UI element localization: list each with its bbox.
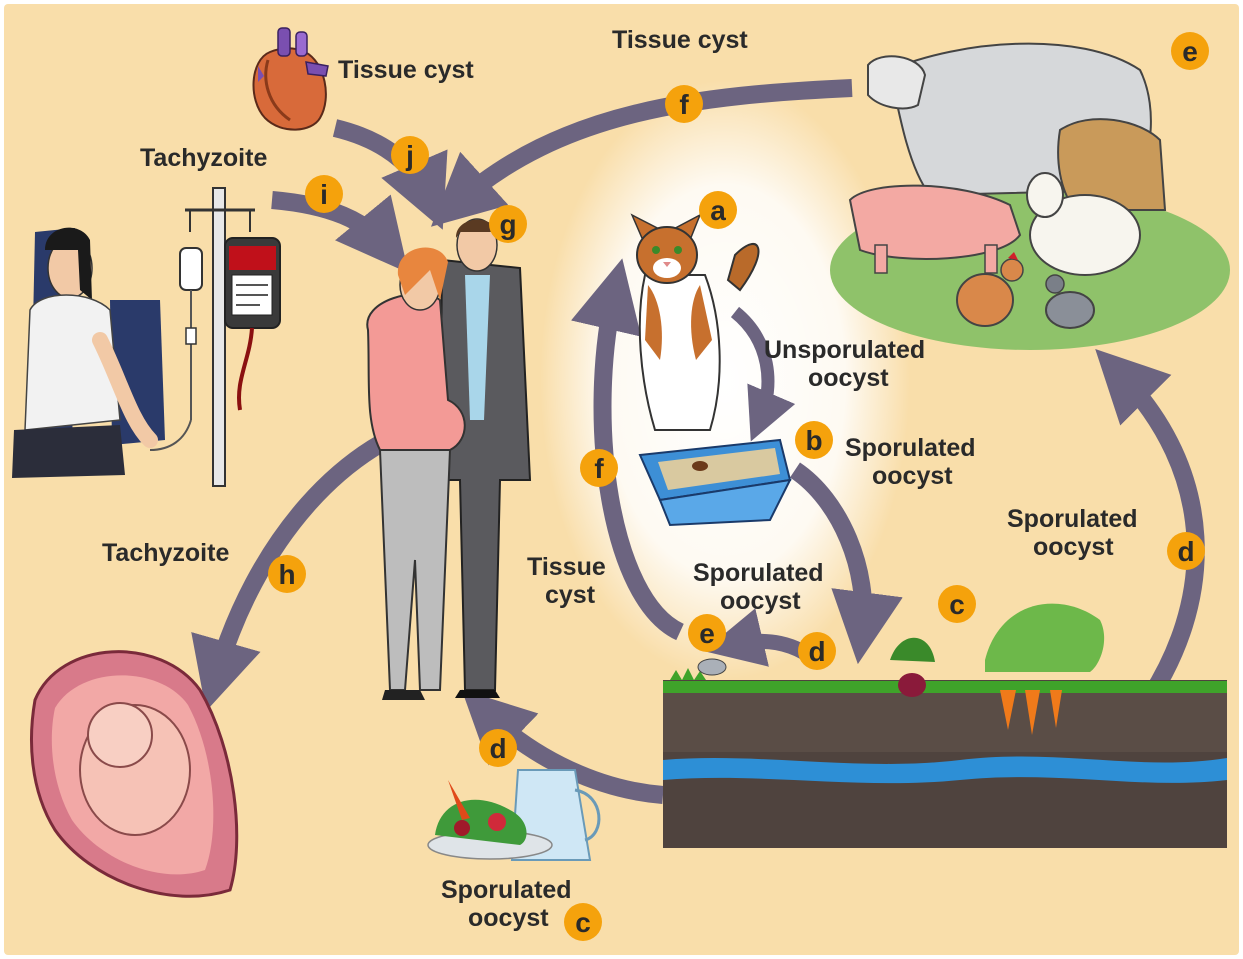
label-sporulated-b-line2: oocyst [872, 462, 953, 490]
svg-text:a: a [710, 195, 726, 226]
label-sporulated-bottom-line2: oocyst [468, 904, 549, 932]
badge-c-food: c [564, 903, 602, 941]
svg-text:g: g [499, 209, 516, 240]
label-sporulated-mid-line1: Sporulated [693, 559, 824, 587]
badge-e-rodent: e [688, 614, 726, 652]
badge-f-left: f [580, 449, 618, 487]
badge-g: g [489, 205, 527, 243]
label-sporulated-mid-line2: oocyst [720, 587, 801, 615]
badge-a: a [699, 191, 737, 229]
badge-d-small: d [798, 632, 836, 670]
label-unsporulated-line1: Unsporulated [764, 336, 925, 364]
svg-text:f: f [594, 453, 604, 484]
svg-text:j: j [405, 140, 414, 171]
label-tissue-cyst-heart: Tissue cyst [338, 56, 474, 84]
badge-d-right: d [1167, 532, 1205, 570]
label-tachyzoite-transfusion: Tachyzoite [140, 144, 267, 172]
label-tissue-cyst-left-line1: Tissue [527, 553, 606, 581]
badge-d-food: d [479, 729, 517, 767]
label-tissue-cyst-top: Tissue cyst [612, 26, 748, 54]
badge-f-top: f [665, 85, 703, 123]
svg-text:d: d [1177, 536, 1194, 567]
badge-e-livestock: e [1171, 32, 1209, 70]
svg-text:f: f [679, 89, 689, 120]
label-unsporulated-line2: oocyst [808, 364, 889, 392]
label-sporulated-right-line1: Sporulated [1007, 505, 1138, 533]
badge-j: j [391, 136, 429, 174]
svg-text:e: e [1182, 36, 1198, 67]
svg-text:d: d [489, 733, 506, 764]
label-sporulated-bottom-line1: Sporulated [441, 876, 572, 904]
label-tachyzoite-fetus: Tachyzoite [102, 539, 229, 567]
badge-i: i [305, 175, 343, 213]
svg-text:b: b [805, 425, 822, 456]
svg-text:c: c [949, 589, 965, 620]
label-sporulated-b-line1: Sporulated [845, 434, 976, 462]
svg-text:h: h [278, 559, 295, 590]
svg-text:d: d [808, 636, 825, 667]
svg-text:e: e [699, 618, 715, 649]
label-tissue-cyst-left-line2: cyst [545, 581, 596, 609]
label-sporulated-right-line2: oocyst [1033, 533, 1114, 561]
badge-c-soil: c [938, 585, 976, 623]
badge-b: b [795, 421, 833, 459]
badge-h: h [268, 555, 306, 593]
svg-text:i: i [320, 179, 328, 210]
svg-text:c: c [575, 907, 591, 938]
